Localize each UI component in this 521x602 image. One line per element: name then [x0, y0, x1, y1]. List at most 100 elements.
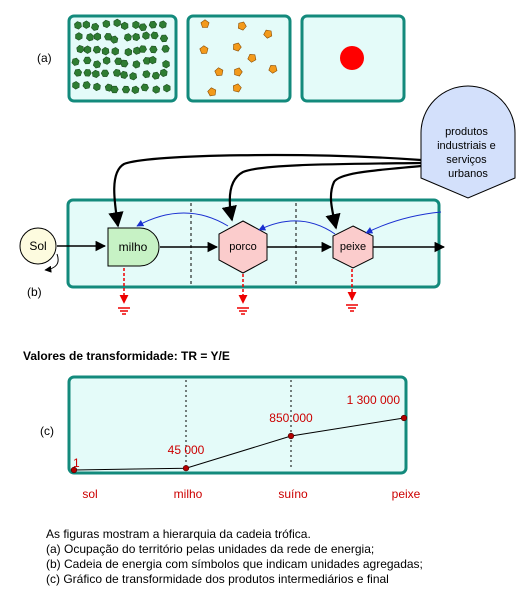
- green-unit-dot: [73, 68, 83, 77]
- chart-frame: [67, 375, 408, 475]
- external-source-shape: [420, 85, 516, 199]
- green-unit-dot: [102, 56, 111, 65]
- chart-category-label-peixe: peixe: [392, 487, 421, 501]
- green-unit-dot: [159, 68, 168, 77]
- green-unit-dot: [152, 85, 161, 94]
- green-unit-dot: [76, 45, 85, 54]
- green-unit-dot: [74, 21, 82, 30]
- green-unit-dot: [142, 70, 151, 79]
- feedback-external-to-peixe: [365, 211, 442, 234]
- chart-value-labels: 1 45 000 850 000 1 300 000: [73, 393, 400, 470]
- green-unit-dot: [71, 57, 80, 66]
- consumer-porco-label: porco: [229, 241, 257, 253]
- green-unit-dot: [132, 20, 140, 30]
- green-unit-dot: [82, 81, 91, 90]
- territory-box-orange: [186, 14, 292, 103]
- chart-category-label-sol: sol: [82, 487, 97, 501]
- green-unit-dot: [132, 32, 141, 42]
- transformity-line: [73, 417, 405, 471]
- sun-label: Sol: [29, 239, 46, 253]
- orange-unit-dot: [233, 42, 242, 52]
- green-unit-dot: [120, 59, 129, 68]
- green-unit-dot: [93, 82, 101, 92]
- panel-label-c: (c): [40, 424, 54, 438]
- green-unit-dot: [83, 69, 92, 77]
- panel-label-a: (a): [37, 51, 52, 65]
- green-unit-dot: [92, 60, 102, 69]
- chart-category-label-suíno: suíno: [278, 487, 308, 501]
- heat-sink-porco: [237, 274, 249, 315]
- heat-sink-milho: [118, 268, 130, 315]
- chart-point-suíno: [287, 432, 295, 440]
- green-unit-dot: [93, 32, 102, 41]
- green-unit-dot: [148, 55, 157, 65]
- green-unit-dot: [113, 18, 121, 28]
- external-input-to-porco: [221, 161, 422, 222]
- orange-units-group: [199, 19, 278, 97]
- territory-occupation-panel: [67, 14, 406, 103]
- green-unit-dot: [102, 19, 111, 29]
- green-unit-dot: [138, 45, 147, 53]
- transformity-chart: 1 45 000 850 000 1 300 000 sol milho suíno pei…: [67, 375, 421, 501]
- orange-unit-dot: [200, 19, 210, 28]
- orange-unit-dot: [199, 45, 209, 54]
- green-unit-dot: [82, 20, 90, 29]
- consumer-porco: [218, 220, 268, 274]
- green-unit-dot: [92, 45, 102, 54]
- chart-value-label-sol: 1: [73, 456, 80, 470]
- green-unit-dot: [132, 60, 141, 69]
- green-unit-dot: [124, 47, 133, 57]
- green-unit-dot: [83, 56, 92, 65]
- chart-points: [70, 414, 408, 474]
- orange-unit-dot: [263, 29, 273, 39]
- green-unit-dot: [129, 72, 138, 81]
- consumer-peixe: [332, 225, 374, 269]
- chart-category-label-milho: milho: [174, 487, 203, 501]
- producer-milho: [107, 227, 160, 267]
- green-unit-dot: [72, 81, 80, 90]
- orange-unit-dot: [237, 21, 247, 31]
- producer-milho-label: milho: [119, 240, 148, 254]
- green-unit-dot: [138, 23, 148, 32]
- green-unit-dot: [158, 20, 167, 29]
- green-unit-dot: [148, 20, 158, 29]
- caption-line: (b) Cadeia de energia com símbolos que i…: [46, 557, 423, 571]
- external-source-label: produtos industriais e serviços urbanos: [437, 126, 499, 180]
- green-unit-dot: [91, 69, 100, 79]
- caption-line: (c) Gráfico de transformidade dos produt…: [46, 572, 389, 586]
- chart-point-sol: [70, 466, 78, 474]
- green-unit-dot: [110, 85, 119, 94]
- feedback-peixe-to-porco: [258, 220, 336, 235]
- red-unit-dot: [340, 46, 364, 70]
- consumer-peixe-label: peixe: [340, 241, 366, 253]
- green-unit-dot: [161, 44, 170, 53]
- chart-point-milho: [182, 465, 190, 472]
- green-unit-dot: [142, 57, 151, 65]
- green-unit-dot: [75, 32, 83, 41]
- green-unit-dot: [100, 69, 110, 77]
- sun-source: [19, 227, 57, 265]
- orange-unit-dot: [268, 65, 278, 74]
- green-unit-dot: [162, 60, 170, 69]
- chart-value-label-peixe: 1 300 000: [347, 393, 401, 407]
- orange-unit-dot: [207, 87, 217, 97]
- heat-sink-peixe: [346, 269, 358, 312]
- green-unit-dot: [101, 47, 110, 56]
- chart-value-label-milho: 45 000: [168, 443, 205, 457]
- chart-point-peixe: [400, 414, 408, 422]
- caption-line: (a) Ocupação do território pelas unidade…: [46, 542, 375, 556]
- orange-unit-dot: [247, 53, 257, 63]
- chart-category-labels: sol milho suíno peixe: [82, 487, 420, 501]
- green-unit-dot: [140, 83, 149, 92]
- green-unit-dot: [151, 71, 160, 80]
- green-unit-dot: [121, 85, 131, 94]
- chart-value-label-suíno: 850 000: [269, 411, 313, 425]
- orange-unit-dot: [234, 67, 243, 77]
- energy-chain-panel: Sol (b) milho porco peixe: [19, 85, 516, 315]
- green-unit-dot: [84, 45, 92, 54]
- transformity-heading: Valores de transformidade: TR = Y/E: [23, 349, 230, 363]
- caption-line: As figuras mostram a hierarquia da cadei…: [46, 527, 311, 541]
- green-unit-dot: [142, 31, 150, 40]
- green-unit-dot: [159, 34, 169, 43]
- green-unit-dot: [120, 70, 129, 79]
